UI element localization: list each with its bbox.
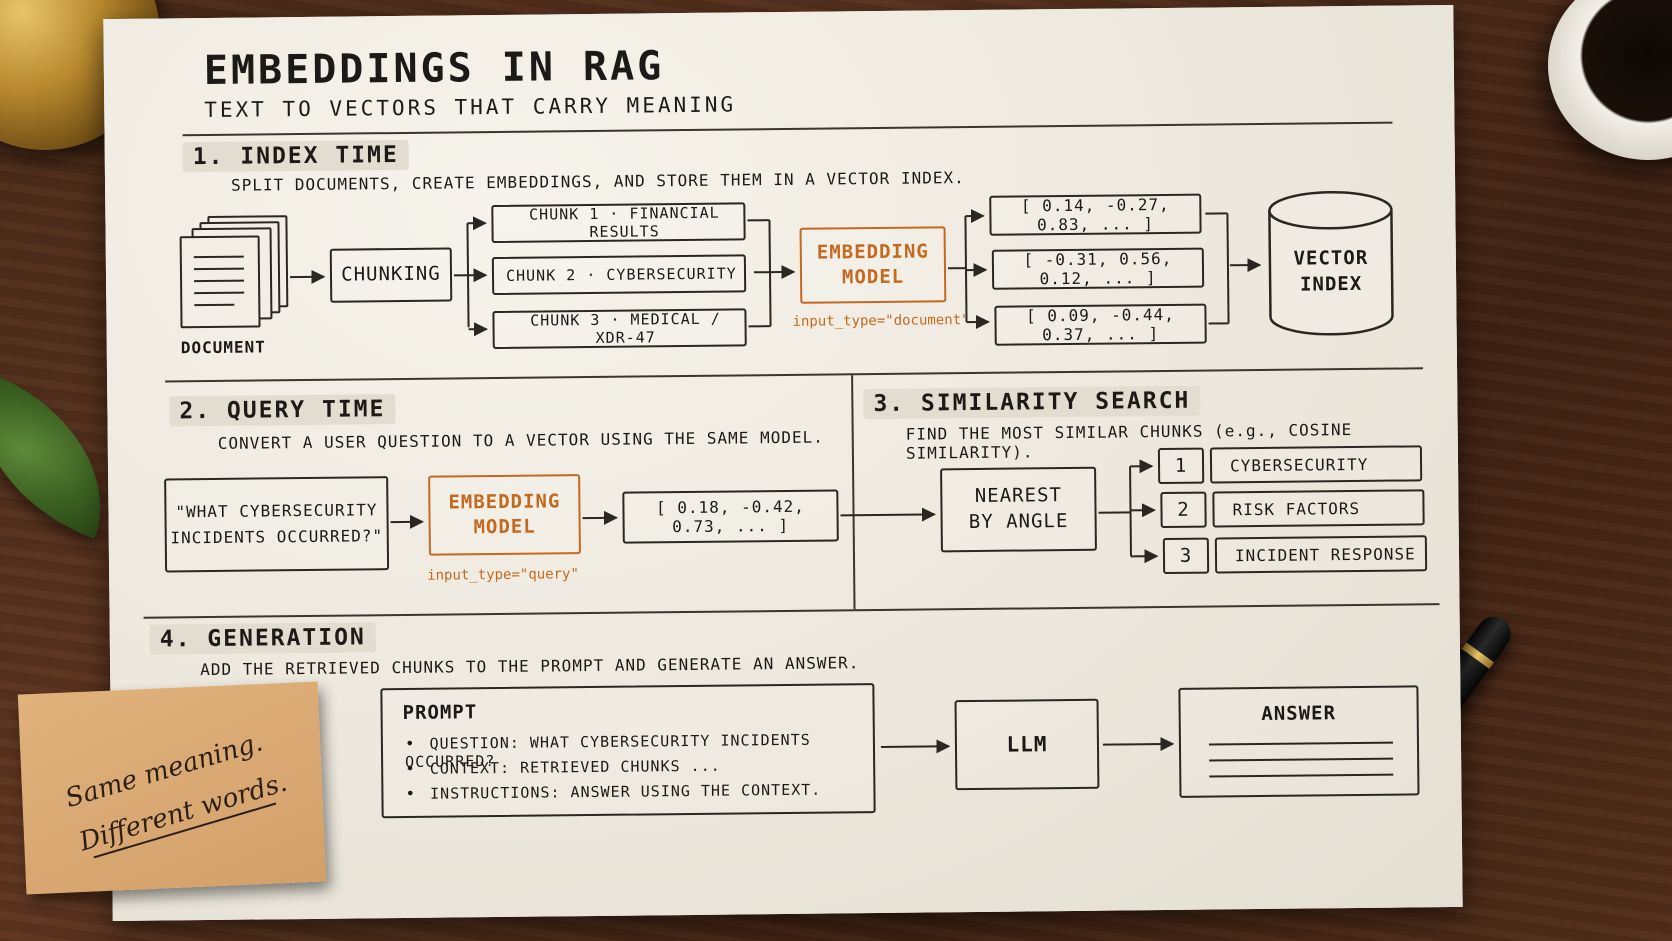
diagram-paper: EMBEDDINGS IN RAG TEXT TO VECTORS THAT C… [103,4,1463,922]
flow-arrows [290,209,1262,754]
sticky-note: Same meaning. Different words. [17,681,327,895]
cylinder-database-icon [1268,190,1394,336]
